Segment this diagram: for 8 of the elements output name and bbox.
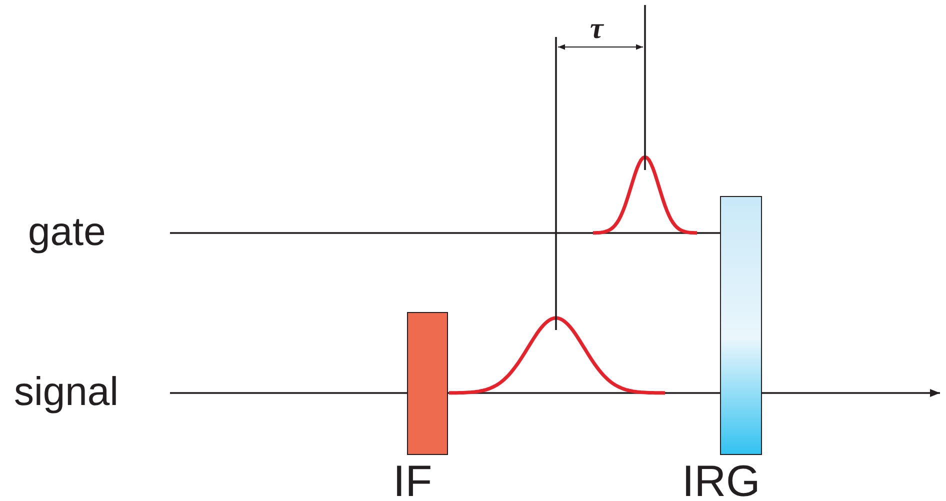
beam-line bbox=[170, 232, 720, 234]
beam-label: gate bbox=[28, 212, 106, 252]
crystal-label: IRG bbox=[682, 460, 760, 501]
beam-line bbox=[762, 389, 940, 397]
delay-label: τ bbox=[590, 14, 604, 44]
beam-line bbox=[170, 392, 407, 394]
filter-label: IF bbox=[393, 460, 432, 501]
beam-label: signal bbox=[14, 372, 119, 412]
